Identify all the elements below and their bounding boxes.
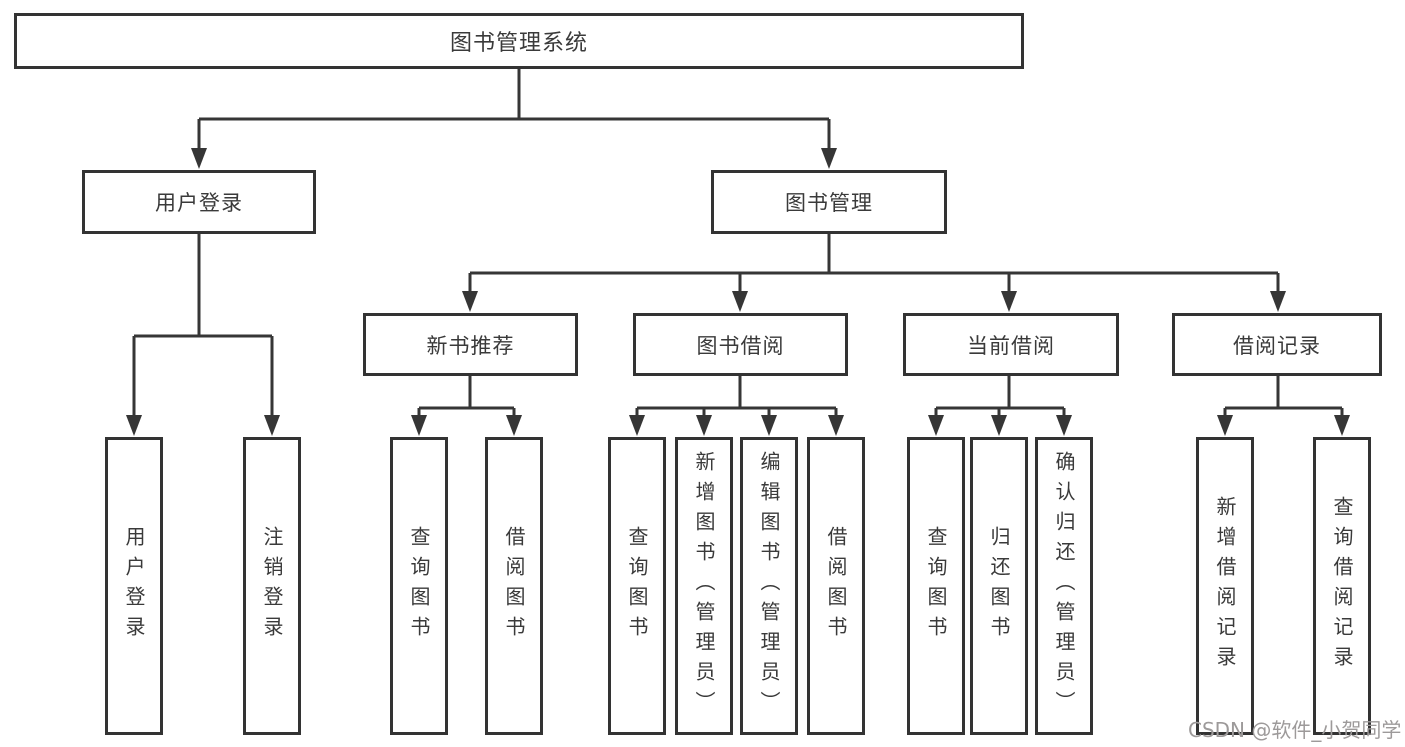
connector-book-management-to-level3 (462, 234, 1286, 312)
connector-user-login-to-children (126, 234, 280, 436)
leaf-user-login: 用户登录 (105, 437, 163, 735)
leaf-recommend-query-books: 查询图书 (390, 437, 448, 735)
node-label: 查询图书 (407, 526, 431, 646)
arrow-down-icon (1217, 415, 1233, 436)
leaf-borrowing-query-books: 查询图书 (608, 437, 666, 735)
node-label: 编辑图书（管理员） (757, 451, 781, 721)
node-label: 查询图书 (924, 526, 948, 646)
leaf-current-return-books: 归还图书 (970, 437, 1028, 735)
node-label: 查询借阅记录 (1330, 496, 1354, 676)
connector-new-book-recommend-to-children (411, 376, 522, 436)
leaf-borrowing-add-books-admin: 新增图书（管理员） (675, 437, 733, 735)
arrow-down-icon (761, 415, 777, 436)
node-user-login: 用户登录 (82, 170, 316, 234)
node-label: 查询图书 (625, 526, 649, 646)
leaf-borrowing-edit-books-admin: 编辑图书（管理员） (740, 437, 798, 735)
node-new-book-recommend: 新书推荐 (363, 313, 578, 376)
arrow-down-icon (629, 415, 645, 436)
leaf-current-query-books: 查询图书 (907, 437, 965, 735)
csdn-watermark: CSDN @软件_小贺同学 (1188, 718, 1402, 742)
node-label: 用户登录 (122, 526, 146, 646)
node-book-borrowing: 图书借阅 (633, 313, 848, 376)
arrow-down-icon (264, 415, 280, 436)
node-current-borrowing: 当前借阅 (903, 313, 1119, 376)
node-label: 当前借阅 (967, 333, 1055, 358)
node-label: 确认归还（管理员） (1052, 451, 1076, 721)
arrow-down-icon (732, 291, 748, 312)
node-label: 归还图书 (987, 526, 1011, 646)
connector-borrow-records-to-children (1217, 376, 1350, 436)
node-label: 新书推荐 (426, 333, 515, 358)
node-label: 借阅图书 (824, 526, 848, 646)
arrow-down-icon (191, 148, 207, 169)
arrow-down-icon (1001, 291, 1017, 312)
arrow-down-icon (411, 415, 427, 436)
node-book-management: 图书管理 (711, 170, 947, 234)
leaf-recommend-borrow-books: 借阅图书 (485, 437, 543, 735)
arrow-down-icon (991, 415, 1007, 436)
node-label: 图书管理系统 (449, 31, 588, 56)
arrow-down-icon (462, 291, 478, 312)
leaf-borrowing-borrow-books: 借阅图书 (807, 437, 865, 735)
leaf-logout: 注销登录 (243, 437, 301, 735)
arrow-down-icon (1270, 291, 1286, 312)
node-label: 图书管理 (785, 191, 873, 215)
connector-current-borrowing-to-children (928, 376, 1072, 436)
node-label: 借阅图书 (502, 526, 526, 646)
arrow-down-icon (696, 415, 712, 436)
arrow-down-icon (1334, 415, 1350, 436)
arrow-down-icon (126, 415, 142, 436)
node-borrow-records: 借阅记录 (1172, 313, 1382, 376)
connector-root-to-level2 (191, 69, 837, 169)
node-label: 借阅记录 (1233, 333, 1321, 358)
node-label: 注销登录 (260, 526, 284, 646)
node-book-management-system: 图书管理系统 (14, 13, 1024, 69)
leaf-current-confirm-return-admin: 确认归还（管理员） (1035, 437, 1093, 735)
arrow-down-icon (1056, 415, 1072, 436)
arrow-down-icon (928, 415, 944, 436)
node-label: 图书借阅 (696, 333, 785, 358)
leaf-records-add-record: 新增借阅记录 (1196, 437, 1254, 735)
node-label: 新增借阅记录 (1213, 496, 1237, 676)
leaf-records-query-record: 查询借阅记录 (1313, 437, 1371, 735)
node-label: 新增图书（管理员） (692, 451, 716, 721)
arrow-down-icon (828, 415, 844, 436)
arrow-down-icon (506, 415, 522, 436)
connector-book-borrowing-to-children (629, 376, 844, 436)
arrow-down-icon (821, 148, 837, 169)
node-label: 用户登录 (155, 191, 243, 215)
